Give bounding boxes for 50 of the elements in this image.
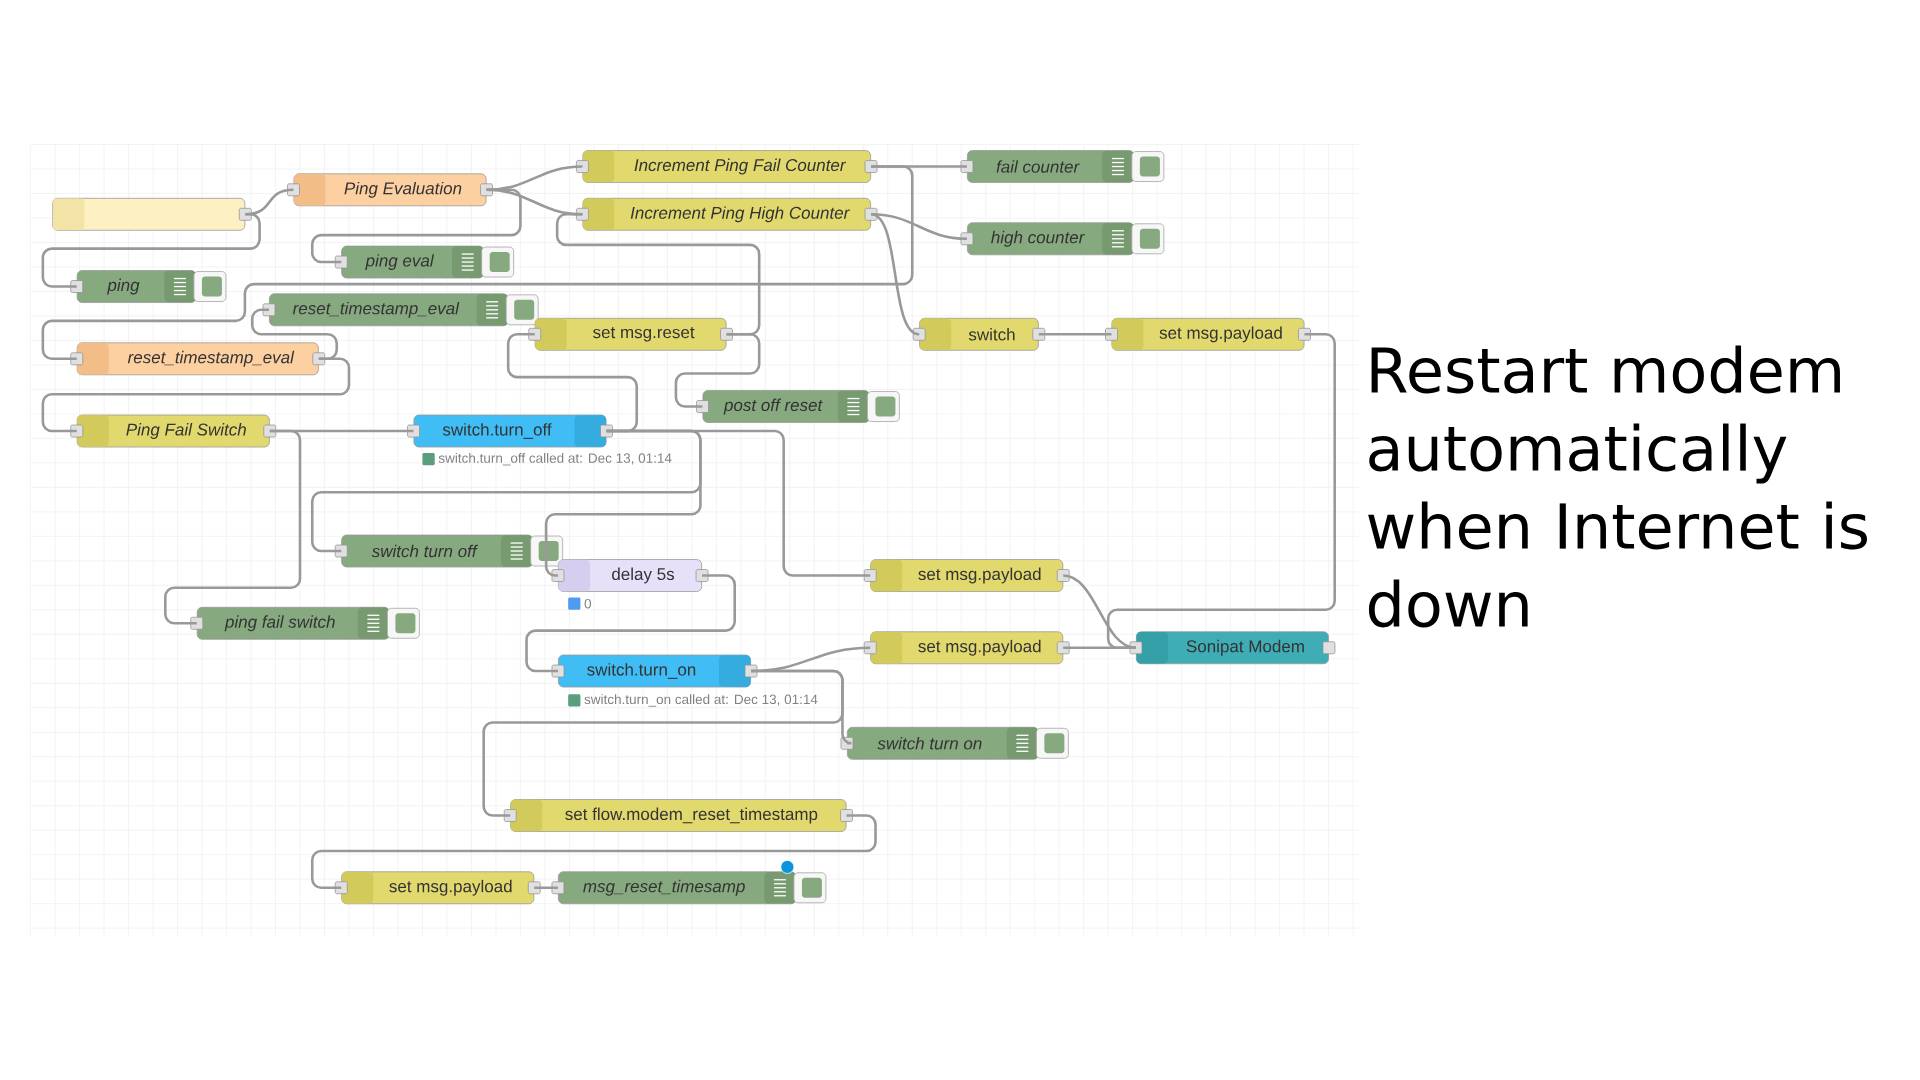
wire [41,357,351,433]
change-node: set msg.reset [528,317,733,351]
change-node: Increment Ping High Counter [576,197,878,231]
wire [41,165,914,361]
service-call-node: switch.turn_on [551,654,758,688]
wire [486,165,583,192]
debug-node: post off reset [696,390,900,423]
change-node: set msg.payload [1105,317,1311,351]
delay-node: delay 5s [551,559,709,592]
change-node: set msg.payload [334,871,541,905]
change-node: Ping Fail Switch [70,414,277,448]
wire [555,213,761,336]
inject-node [52,197,252,231]
wire [164,429,302,625]
debug-node: ping fail switch [190,606,420,640]
function-node: reset_timestamp_eval [70,342,326,376]
wire [41,213,261,288]
debug-node: switch turn off [334,534,564,568]
status-text: 0 [584,598,592,609]
wire [871,213,968,241]
change-node: set flow.modem_reset_timestamp [503,799,853,832]
change-node: switch [912,317,1046,351]
change-node: set msg.payload [863,631,1070,665]
change-node: set msg.payload [863,559,1070,592]
wire [674,333,761,408]
change-node: Increment Ping Fail Counter [576,150,878,183]
status-text: switch.turn_off called at: Dec 13, 01:14 [438,452,672,466]
wire [525,574,736,673]
wire [310,188,522,264]
wire [1038,333,1112,336]
debug-node: switch turn on [840,726,1069,760]
debug-node: msg_reset_timesamp [551,871,827,905]
debug-node: ping eval [334,245,515,279]
wire [310,814,877,890]
modem-node: Sonipat Modem [1129,631,1336,665]
title-text: Restart modem automatically when Internet is down [1368,345,1867,628]
wire [544,429,702,577]
function-node: Ping Evaluation [287,173,493,207]
debug-node: fail counter [960,150,1165,183]
wire [482,669,844,817]
debug-node: high counter [960,222,1165,256]
service-call-node: switch.turn_off [407,414,613,448]
debug-node: ping [70,270,227,303]
debug-node: reset_timestamp_eval [262,293,539,327]
status-text: switch.turn_on called at: Dec 13, 01:14 [584,694,818,707]
wire [870,213,920,336]
wire [1063,646,1136,650]
wire [506,333,639,433]
wire [534,886,558,890]
wire [606,429,871,577]
